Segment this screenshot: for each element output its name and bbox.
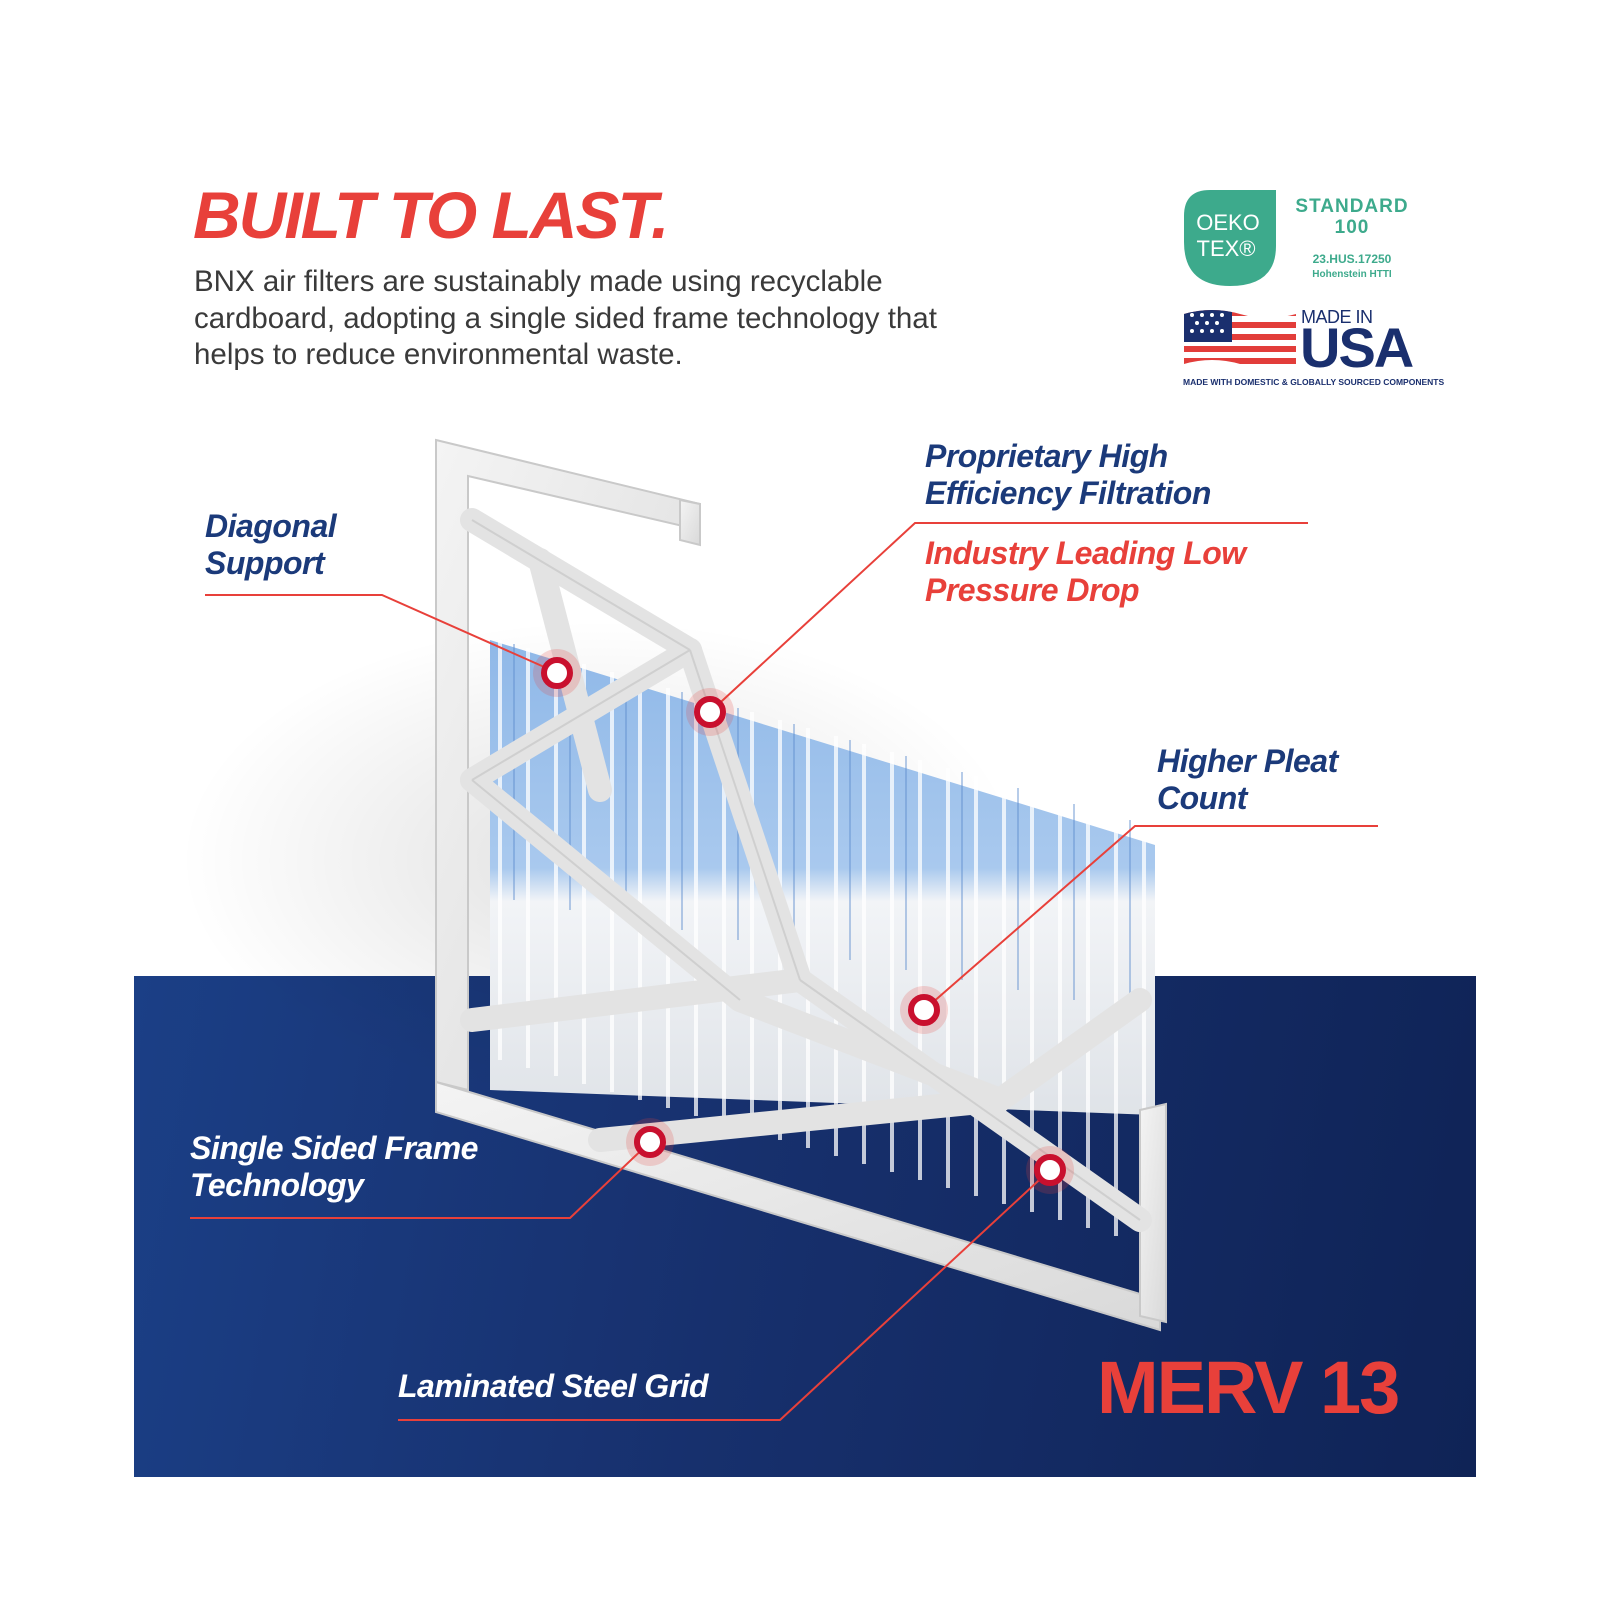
oeko-institute: Hohenstein HTTI bbox=[1312, 269, 1392, 280]
hotspot-pleat-count bbox=[900, 986, 948, 1034]
callout-high-efficiency: Proprietary High Efficiency Filtration bbox=[925, 438, 1211, 511]
oeko-standard-label: STANDARD 100 bbox=[1282, 196, 1422, 238]
leader-steel-grid bbox=[398, 1169, 1051, 1421]
oeko-standard-text: STANDARD 100 bbox=[1295, 196, 1409, 238]
leader-pleat-count bbox=[923, 825, 1378, 1011]
hotspot-filtration bbox=[686, 688, 734, 736]
callout-steel-grid: Laminated Steel Grid bbox=[398, 1368, 709, 1404]
us-flag-icon bbox=[1184, 310, 1296, 368]
intro-description: BNX air filters are sustainably made usi… bbox=[194, 265, 937, 371]
made-in-label: MADE IN bbox=[1301, 307, 1373, 327]
merv-rating: MERV 13 bbox=[1097, 1346, 1400, 1429]
components-note: MADE WITH DOMESTIC & GLOBALLY SOURCED CO… bbox=[1183, 377, 1445, 387]
oeko-tex-logo-icon: OEKO TEX® bbox=[1184, 190, 1276, 286]
svg-text:TEX®: TEX® bbox=[1197, 236, 1256, 261]
callout-diagonal-support: Diagonal Support bbox=[205, 508, 337, 581]
hotspot-steel-grid bbox=[1026, 1146, 1074, 1194]
usa-label: USA bbox=[1300, 316, 1414, 379]
hotspot-markers bbox=[533, 649, 1074, 1194]
hotspot-frame bbox=[626, 1118, 674, 1166]
callout-pleat-count: Higher Pleat Count bbox=[1157, 743, 1338, 816]
oeko-cert-number: 23.HUS.17250 bbox=[1312, 252, 1392, 266]
callout-single-sided-frame: Single Sided Frame Technology bbox=[190, 1130, 478, 1203]
callout-low-pressure: Industry Leading Low Pressure Drop bbox=[925, 535, 1246, 608]
leader-diagonal-support bbox=[205, 594, 561, 675]
page-title: BUILT TO LAST. bbox=[193, 178, 669, 252]
oeko-certificate: 23.HUS.17250 Hohenstein HTTI bbox=[1282, 252, 1422, 282]
leader-frame bbox=[190, 1141, 651, 1219]
leader-filtration bbox=[709, 522, 1308, 713]
hotspot-diagonal-support bbox=[533, 649, 581, 697]
svg-text:OEKO: OEKO bbox=[1196, 210, 1260, 235]
